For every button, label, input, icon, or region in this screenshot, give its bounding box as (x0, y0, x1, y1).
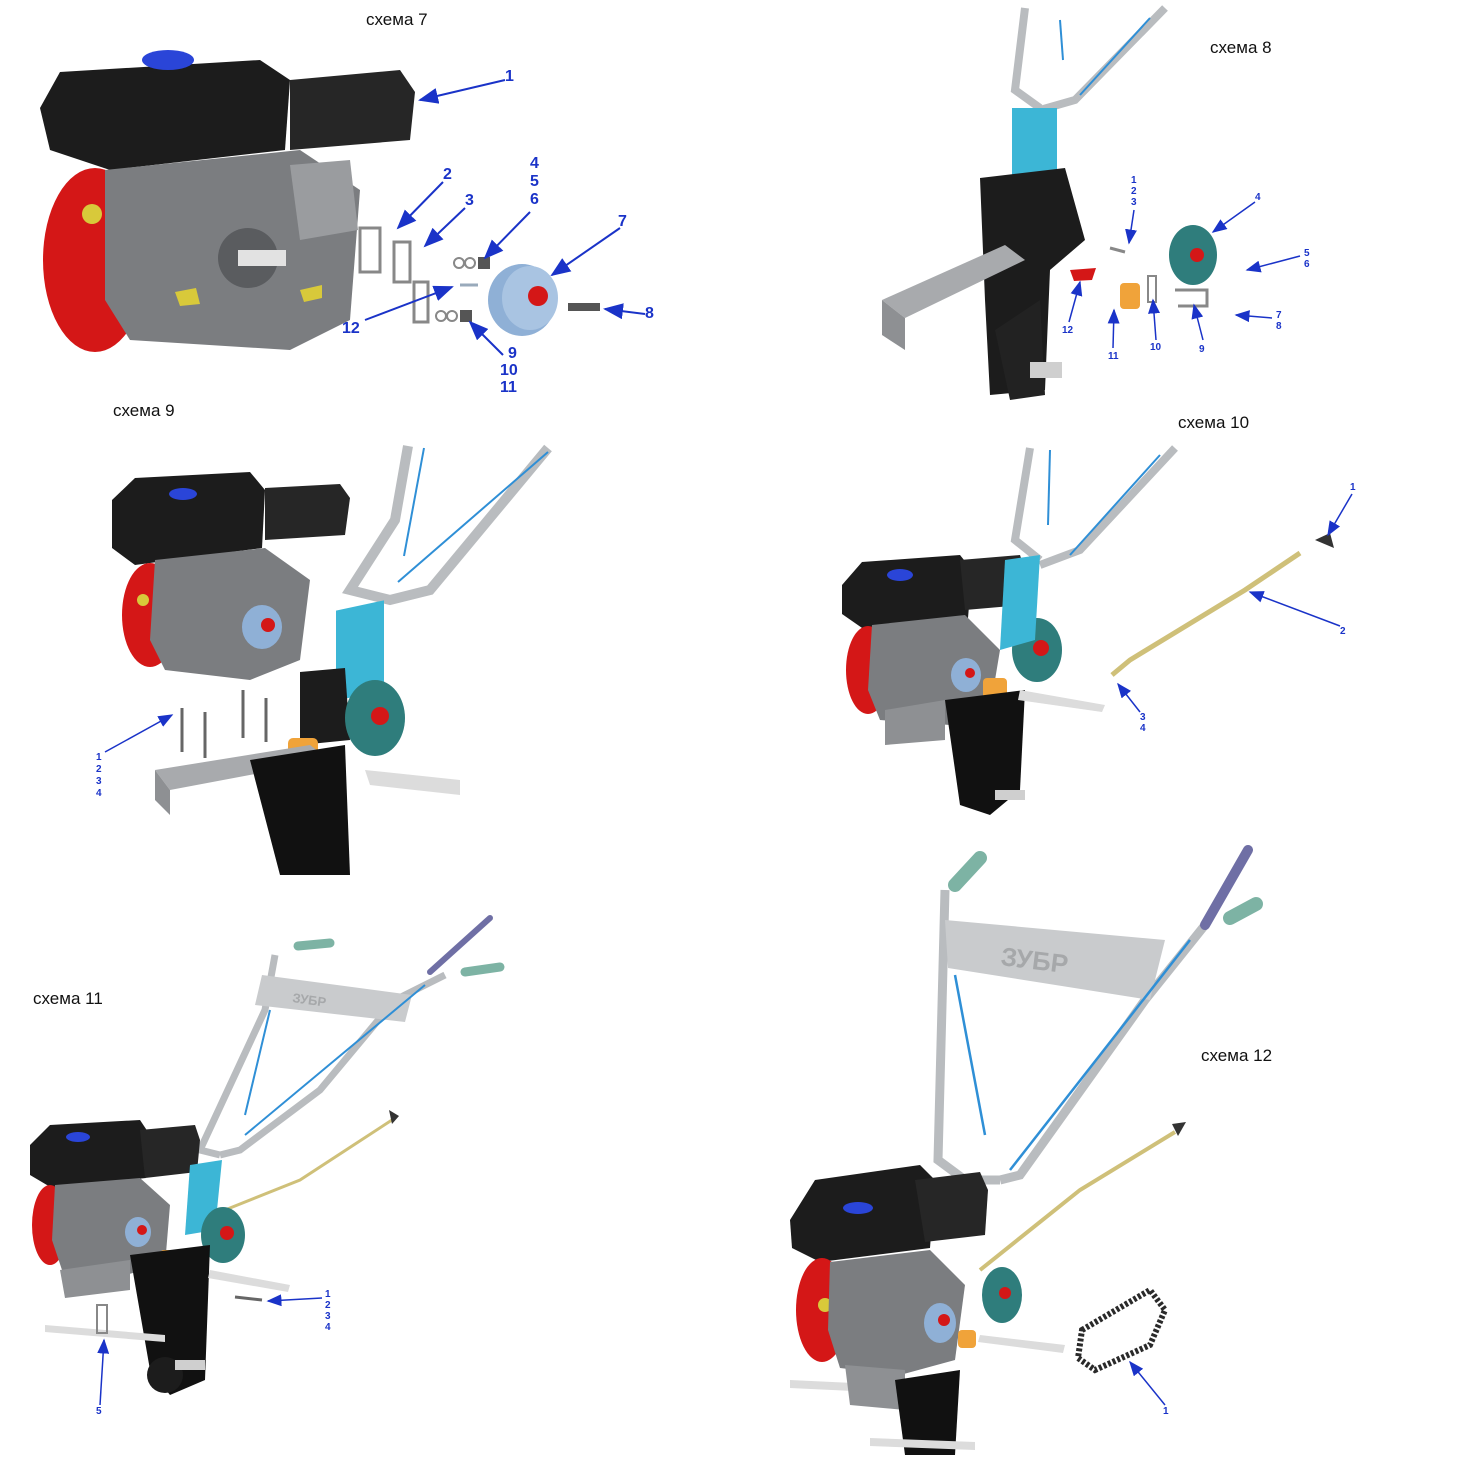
callout-label: 9 (508, 345, 517, 362)
bushing (1120, 283, 1140, 309)
callout-label: 5 (1304, 248, 1310, 259)
driven-pulley (982, 1267, 1022, 1323)
crankshaft (238, 250, 286, 266)
callout-label: 12 (1062, 325, 1074, 336)
scheme-12-callouts: 1 (1129, 1360, 1169, 1417)
callout-label: 4 (1255, 192, 1261, 203)
drive-pulley (488, 264, 558, 336)
scheme-7-callouts: 1 2 3 4 5 6 7 8 9 10 11 12 (342, 68, 654, 396)
callout-label: 4 (1140, 723, 1146, 734)
scheme-9-drawing (112, 444, 552, 875)
callout-label: 11 (500, 379, 517, 396)
callout-label: 10 (500, 362, 518, 379)
callout-label: 1 (505, 68, 514, 85)
right-grip (1223, 897, 1263, 925)
scheme-10-drawing (842, 445, 1334, 815)
callout-label: 2 (1340, 626, 1346, 637)
callout-label: 4 (325, 1322, 331, 1333)
callout-label: 2 (1131, 186, 1137, 197)
callout-label: 10 (1150, 342, 1162, 353)
callout-label: 1 (96, 752, 102, 763)
brand-logo: ЗУБР (292, 990, 328, 1010)
callout-label: 3 (1140, 712, 1146, 723)
scheme-7-title: схема 7 (366, 10, 428, 29)
scheme-12-drawing: ЗУБР (790, 845, 1263, 1455)
callout-label: 8 (1276, 321, 1282, 332)
engine (30, 1120, 200, 1275)
fuel-cap-icon (142, 50, 194, 70)
left-grip (948, 851, 987, 892)
callout-label: 6 (1304, 259, 1310, 270)
scheme-8-drawing (882, 5, 1217, 400)
clutch-lever (1200, 845, 1253, 930)
scheme-11-title: схема 11 (33, 989, 103, 1008)
scheme-9-callouts: 1 2 3 4 (96, 714, 174, 799)
engine (790, 1165, 988, 1375)
right-grip (460, 962, 505, 977)
scheme-8-callouts: 1 2 3 4 5 6 7 8 9 10 11 12 (1062, 175, 1310, 362)
callout-label: 2 (443, 166, 452, 183)
callout-label: 7 (1276, 310, 1282, 321)
shift-rod (1110, 533, 1334, 677)
callout-label: 5 (96, 1406, 102, 1417)
callout-label: 3 (465, 192, 474, 209)
driven-pulley (201, 1207, 245, 1263)
engine (112, 472, 350, 680)
drive-belt (1074, 1286, 1169, 1374)
callout-label: 3 (325, 1311, 331, 1322)
scheme-12-title: схема 12 (1201, 1046, 1273, 1065)
callout-label: 8 (645, 305, 654, 322)
callout-label: 1 (1131, 175, 1137, 186)
engine (40, 50, 415, 352)
callout-label: 6 (530, 191, 539, 208)
clutch-lever (427, 915, 493, 975)
callout-label: 1 (1350, 482, 1356, 493)
scheme-11-drawing: ЗУБР (30, 915, 505, 1395)
callout-label: 2 (96, 764, 102, 775)
scheme-11-callouts: 1 2 3 4 5 (96, 1289, 331, 1417)
callout-label: 1 (1163, 1406, 1169, 1417)
scheme-10-title: схема 10 (1178, 413, 1250, 432)
callout-label: 4 (530, 155, 539, 172)
handle-crossbar (255, 975, 412, 1022)
callout-label: 5 (530, 173, 539, 190)
callout-label: 9 (1199, 344, 1205, 355)
callout-label: 2 (325, 1300, 331, 1311)
callout-label: 4 (96, 788, 102, 799)
scheme-9-title: схема 9 (113, 401, 175, 420)
callout-label: 3 (96, 776, 102, 787)
scheme-8-title: схема 8 (1210, 38, 1272, 57)
driven-pulley (345, 680, 405, 756)
callout-label: 12 (342, 320, 360, 337)
callout-label: 7 (618, 213, 627, 230)
left-grip (293, 938, 335, 951)
handle-crossbar (945, 920, 1165, 1000)
callout-label: 1 (325, 1289, 331, 1300)
scheme-7-drawing (40, 50, 600, 352)
callout-label: 11 (1108, 351, 1119, 362)
driven-pulley (1169, 225, 1217, 285)
callout-label: 3 (1131, 197, 1137, 208)
scheme-10-callouts: 1 2 3 4 (1117, 482, 1356, 734)
